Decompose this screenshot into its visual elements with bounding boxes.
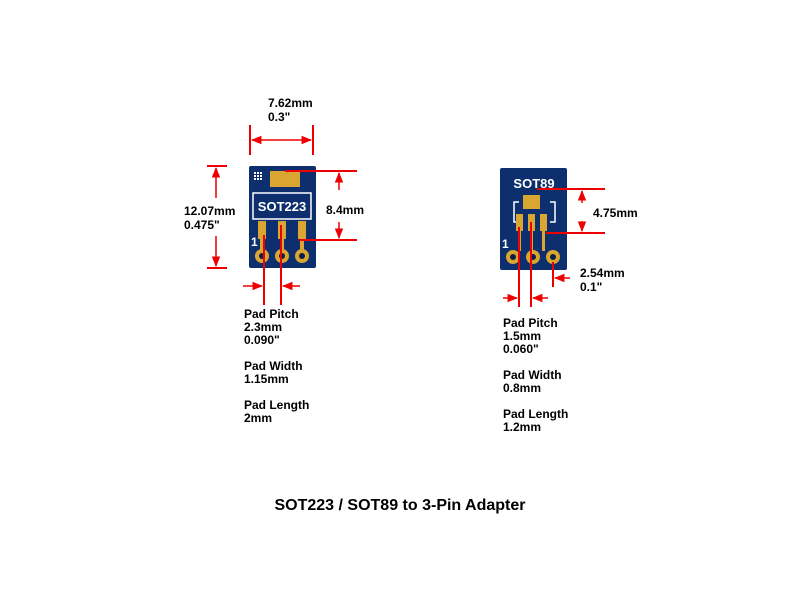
sot89-pad-specs: Pad Pitch 1.5mm 0.060" Pad Width 0.8mm P…: [503, 317, 568, 434]
sot223-pin1-label: 1: [251, 235, 258, 249]
sot89-pad-1: [516, 214, 523, 231]
grid-logo-icon: [254, 172, 262, 180]
sot223-pcb: [249, 166, 316, 268]
sot223-pad-pitch-mm: 2.3mm: [244, 320, 283, 334]
sot89-pad-length-mm: 1.2mm: [503, 420, 542, 434]
sot89-tab-pad: [523, 195, 540, 209]
sot223-silk-outline: [252, 192, 312, 220]
sot223-height-label: 12.07mm 0.475": [184, 204, 235, 232]
sot223-width-in: 0.3": [268, 110, 291, 124]
sot223-board: SOT223 1: [249, 166, 316, 268]
sot89-board: SOT89 1: [500, 168, 567, 270]
sot223-pad-length-mm: 2mm: [244, 411, 273, 425]
sot89-pad-width-title: Pad Width: [503, 368, 562, 382]
sot223-pad-1: [258, 221, 266, 239]
sot223-pad-3: [298, 221, 306, 239]
sot89-pad-pitch-mm: 1.5mm: [503, 329, 542, 343]
sot223-height-in: 0.475": [184, 218, 220, 232]
sot223-pad-pitch-title: Pad Pitch: [244, 307, 299, 321]
sot89-pad-width-mm: 0.8mm: [503, 381, 542, 395]
sot223-height-mm: 12.07mm: [184, 204, 236, 218]
sot223-dimension-lines: [207, 125, 357, 305]
sot89-hole-pitch-in: 0.1": [580, 280, 603, 294]
sot89-silk-label: SOT89: [513, 176, 554, 191]
sot89-hole-pitch-label: 2.54mm 0.1": [580, 266, 625, 294]
sot89-dimension-lines: [503, 188, 605, 307]
sot223-pad-width-mm: 1.15mm: [244, 372, 289, 386]
sot89-pad-length-title: Pad Length: [503, 407, 569, 421]
diagram-caption: SOT223 / SOT89 to 3-Pin Adapter: [274, 497, 526, 514]
sot223-width-label: 7.62mm 0.3": [268, 96, 313, 124]
sot223-pad-pitch-in: 0.090": [244, 333, 280, 347]
sot89-pin1-label: 1: [502, 237, 509, 251]
sot89-pad-3: [540, 214, 547, 231]
sot89-pad-pitch-title: Pad Pitch: [503, 316, 558, 330]
sot223-tab-pad: [270, 171, 300, 187]
sot89-pad-pitch-in: 0.060": [503, 342, 539, 356]
sot89-pad-span-label: 4.75mm: [593, 206, 638, 220]
sot223-pad-width-title: Pad Width: [244, 359, 303, 373]
sot223-pad-span-label: 8.4mm: [326, 203, 365, 217]
sot223-pad-specs: Pad Pitch 2.3mm 0.090" Pad Width 1.15mm …: [244, 308, 309, 425]
sot89-hole-pitch-mm: 2.54mm: [580, 266, 625, 280]
sot223-pad-length-title: Pad Length: [244, 398, 310, 412]
sot223-silk-label: SOT223: [258, 199, 306, 214]
sot223-width-mm: 7.62mm: [268, 96, 313, 110]
